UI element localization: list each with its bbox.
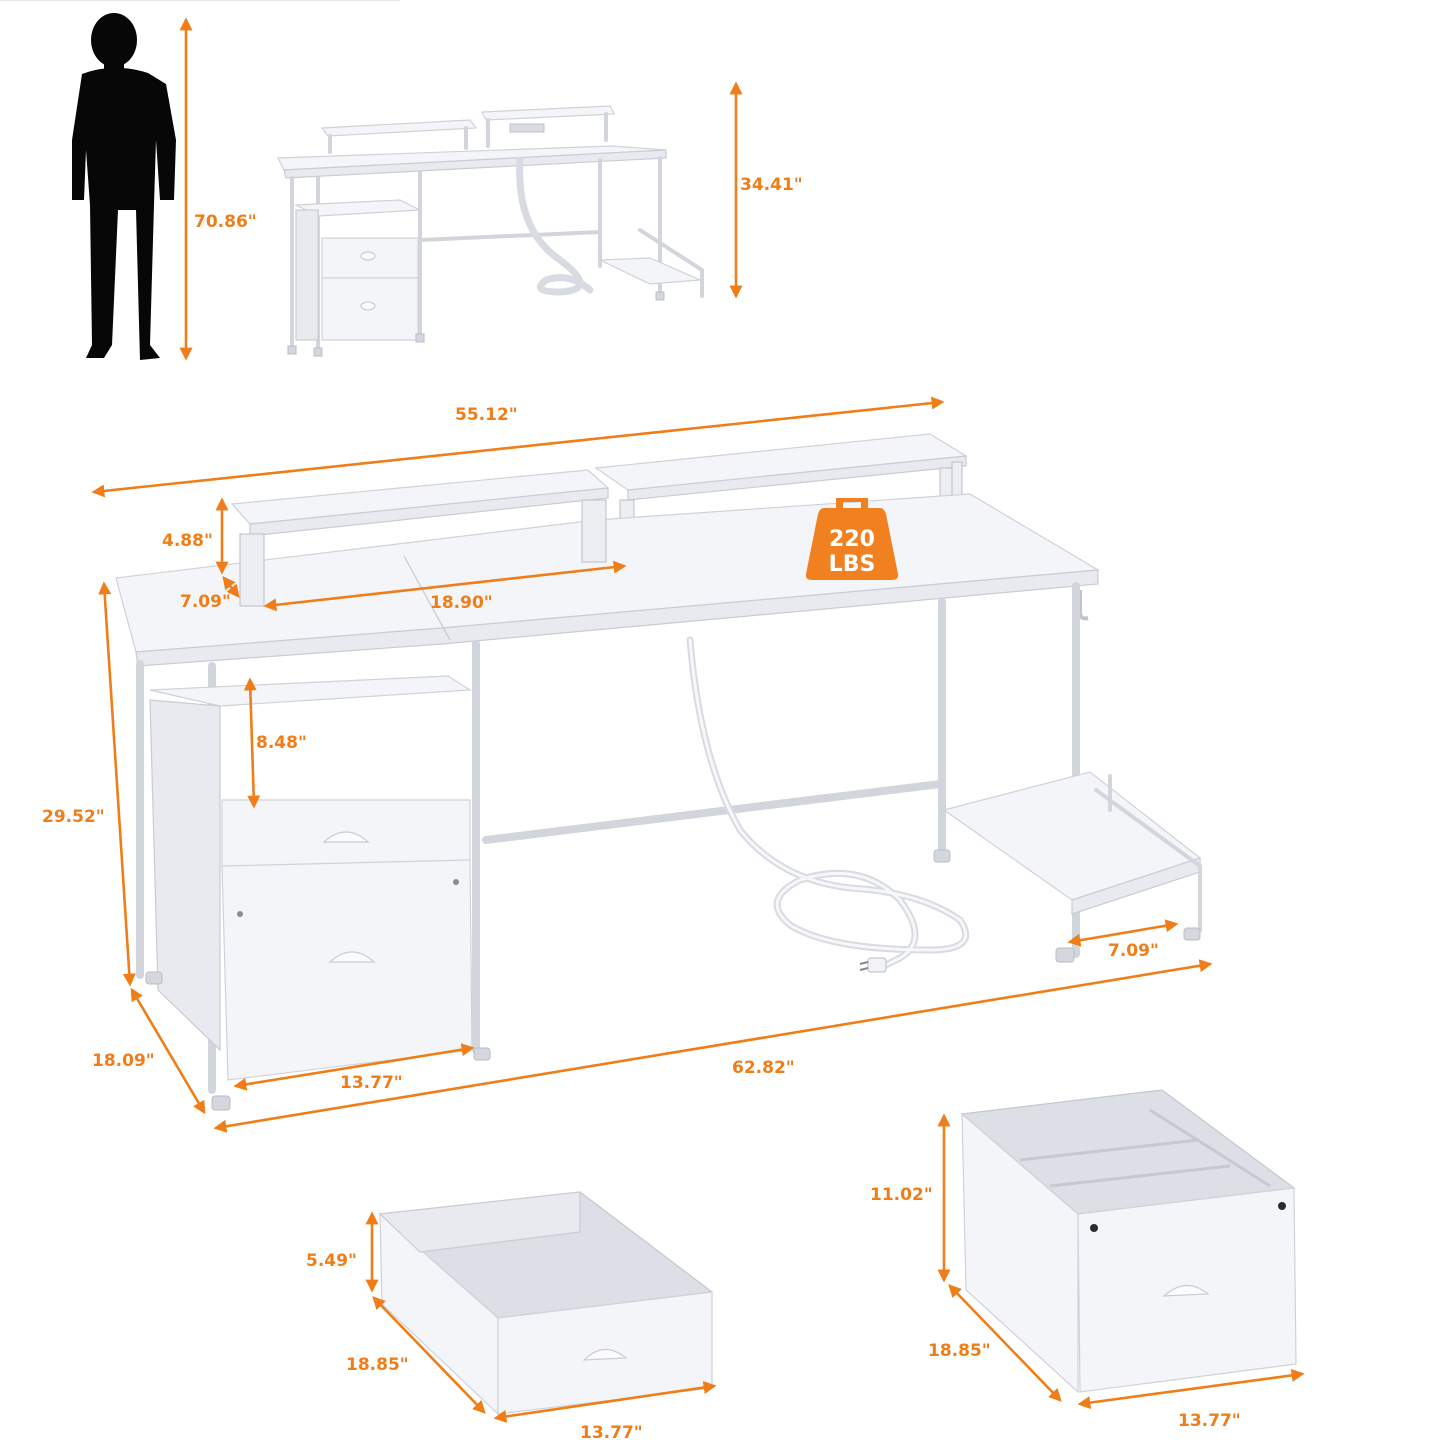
file-drawer-depth-arrow	[948, 1284, 1062, 1402]
cpu-stand-width-label: 7.09"	[1108, 941, 1159, 961]
load-capacity-badge: 220 LBS	[805, 498, 899, 580]
total-width-label: 62.82"	[732, 1058, 795, 1078]
desk-height-arrow	[98, 581, 136, 987]
file-drawer-illustration	[960, 1089, 1297, 1394]
desk-height-label: 29.52"	[42, 807, 105, 827]
file-drawer-height-label: 11.02"	[870, 1185, 933, 1205]
small-drawer-width-label: 13.77"	[580, 1423, 643, 1443]
total-width-arrow	[213, 959, 1213, 1133]
file-drawer-width-label: 13.77"	[1178, 1411, 1241, 1431]
small-desk-illustration	[277, 105, 704, 357]
small-drawer-height-label: 5.49"	[306, 1251, 357, 1271]
shelf-clearance-label: 8.48"	[256, 733, 307, 753]
top-width-arrow	[91, 396, 945, 498]
person-height-label: 70.86"	[194, 212, 257, 232]
top-width-label: 55.12"	[455, 405, 518, 425]
cabinet-width-label: 13.77"	[340, 1073, 403, 1093]
riser-height-label: 4.88"	[162, 531, 213, 551]
load-unit: LBS	[829, 552, 876, 577]
shelf-clearance-arrow	[243, 677, 261, 809]
small-desk-height-label: 34.41"	[740, 175, 803, 195]
file-drawer-depth-label: 18.85"	[928, 1341, 991, 1361]
riser-width-label: 18.90"	[430, 593, 493, 613]
riser-width-arrow	[263, 560, 627, 612]
desk-depth-arrow	[130, 987, 206, 1115]
weight-icon	[805, 498, 899, 580]
small-drawer-depth-arrow	[372, 1296, 486, 1414]
file-drawer-width-arrow	[1077, 1368, 1305, 1410]
riser-depth-arrow	[222, 575, 240, 599]
desk-depth-label: 18.09"	[92, 1051, 155, 1071]
person-silhouette-icon	[72, 13, 176, 360]
small-drawer-width-arrow	[493, 1381, 717, 1423]
cpu-stand-width-arrow	[1067, 919, 1179, 947]
small-drawer-illustration	[378, 1191, 714, 1416]
small-drawer-depth-label: 18.85"	[346, 1355, 409, 1375]
load-value: 220	[829, 527, 875, 552]
riser-depth-label: 7.09"	[180, 592, 231, 612]
